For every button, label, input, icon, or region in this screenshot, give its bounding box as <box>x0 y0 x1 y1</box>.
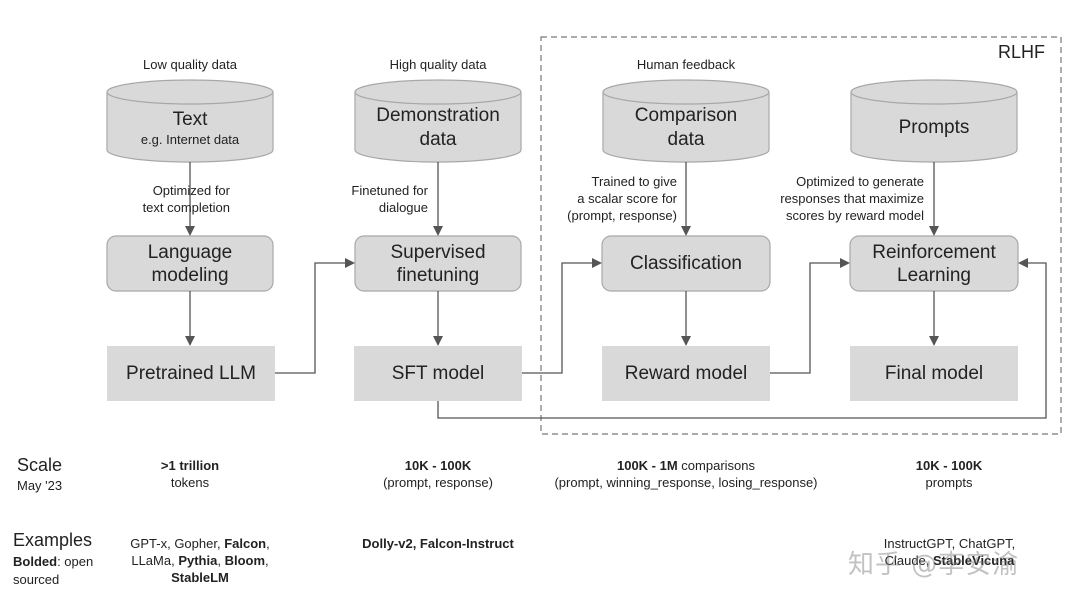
box-line: finetuning <box>396 265 480 286</box>
edge-label-line: (prompt, response) <box>567 208 677 223</box>
example-sep: , <box>265 553 269 568</box>
edge-label-line: responses that maximize <box>780 191 924 206</box>
cylinder-comp-line2: data <box>667 129 705 150</box>
box-line: modeling <box>151 265 229 286</box>
cylinder-prompts <box>850 79 1018 163</box>
scale-inline: comparisons <box>677 458 755 473</box>
edge-label-line: Optimized for <box>152 183 230 198</box>
scale-value: 10K - 100K <box>915 458 983 473</box>
example-sep: , <box>266 536 270 551</box>
box-reward-model <box>602 346 770 401</box>
label-low-quality: Low quality data <box>143 57 237 72</box>
edge-label-line: Optimized to generate <box>796 174 924 189</box>
scale-value: 10K - 100K <box>404 458 472 473</box>
edge-label-finetuned-dialogue: Finetuned for dialogue <box>320 182 428 216</box>
cylinder-demo-line2: data <box>419 129 457 150</box>
box-pretrained-llm <box>107 346 275 401</box>
scale-unit: prompts <box>925 475 973 490</box>
example-name-bold: Pythia <box>178 553 218 568</box>
example-name-bold: Falcon <box>224 536 267 551</box>
examples-note: Bolded: open sourced <box>13 553 93 589</box>
cylinder-text <box>106 79 274 163</box>
edge-label-optimized-generate: Optimized to generate responses that max… <box>762 173 924 224</box>
box-sft-model <box>354 346 522 401</box>
arrow-pretrained-to-sft <box>275 258 355 374</box>
model-sft-text: SFT model <box>391 363 485 384</box>
model-final-text: Final model <box>884 363 984 384</box>
label-human-feedback: Human feedback <box>636 57 736 72</box>
cylinder-comp-line1: Comparison <box>634 105 738 126</box>
box-line: Language <box>147 242 233 263</box>
examples-note-bold: Bolded <box>13 554 58 569</box>
model-reward-text: Reward model <box>624 363 748 384</box>
scale-title: Scale <box>17 455 63 475</box>
watermark: 知乎 @李安渝 <box>848 550 1020 580</box>
examples-title: Examples <box>13 530 93 550</box>
process-supervised-finetuning-text: Supervised finetuning <box>355 241 521 287</box>
scale-sft: 10K - 100K (prompt, response) <box>358 457 518 491</box>
scale-rl: 10K - 100K prompts <box>869 457 1029 491</box>
examples-pretrain: GPT-x, Gopher, Falcon, LLaMa, Pythia, Bl… <box>110 535 290 586</box>
examples-note-line2: sourced <box>13 572 60 587</box>
scale-unit: tokens <box>170 475 210 490</box>
label-rlhf: RLHF <box>998 42 1046 62</box>
cylinder-demo-line1: Demonstration <box>376 105 500 126</box>
box-line: Reinforcement <box>872 242 996 263</box>
edge-label-line: a scalar score for <box>577 191 677 206</box>
box-final-model <box>850 346 1018 401</box>
process-reinforcement-learning-text: Reinforcement Learning <box>850 241 1018 287</box>
edge-label-optimized-completion: Optimized for text completion <box>60 182 230 216</box>
rlhf-region <box>540 36 1062 435</box>
edge-label-line: Finetuned for <box>351 183 428 198</box>
example-name-bold: Bloom <box>224 553 266 568</box>
label-high-quality: High quality data <box>389 57 487 72</box>
box-line: Supervised <box>390 242 486 263</box>
edge-label-line: Trained to give <box>591 174 677 189</box>
examples-note-rest: : open <box>57 554 94 569</box>
process-language-modeling-text: Language modeling <box>107 241 273 287</box>
cylinder-demonstration <box>354 79 522 163</box>
arrow-sftmodel-to-rl-loop <box>437 258 1047 419</box>
edge-label-line: dialogue <box>378 200 428 215</box>
model-pretrained-text: Pretrained LLM <box>126 363 256 384</box>
example-sep: , <box>217 553 225 568</box>
example-name: LLaMa, <box>131 553 179 568</box>
example-name-bold: StableVicuna <box>933 553 1015 568</box>
example-name: InstructGPT, ChatGPT, <box>883 536 1016 551</box>
scale-unit: (prompt, response) <box>383 475 493 490</box>
cylinder-prompts-title: Prompts <box>898 117 970 138</box>
box-line: Learning <box>897 265 971 286</box>
edge-label-trained-scalar: Trained to give a scalar score for (prom… <box>545 173 677 224</box>
cylinder-text-subtitle: e.g. Internet data <box>140 132 240 147</box>
arrow-sftmodel-to-class <box>522 258 602 374</box>
scale-pretrain: >1 trillion tokens <box>110 457 270 491</box>
scale-date: May '23 <box>17 478 63 493</box>
scale-value: 100K - 1M <box>616 458 678 473</box>
edge-label-line: scores by reward model <box>786 208 924 223</box>
examples-sft: Dolly-v2, Falcon-Instruct <box>362 536 514 551</box>
scale-reward: 100K - 1M comparisons (prompt, winning_r… <box>526 457 846 491</box>
example-name-bold: StableLM <box>171 570 229 585</box>
example-name: GPT-x, Gopher, <box>130 536 225 551</box>
cylinder-text-title: Text <box>172 109 208 130</box>
arrow-reward-to-rl <box>770 258 850 374</box>
example-name: Claude, <box>884 553 933 568</box>
examples-rl: InstructGPT, ChatGPT, Claude, StableVicu… <box>862 535 1037 569</box>
cylinder-comparison <box>602 79 770 163</box>
process-classification-text: Classification <box>630 253 742 274</box>
edge-label-line: text completion <box>142 200 230 215</box>
scale-unit: (prompt, winning_response, losing_respon… <box>554 475 818 490</box>
scale-value: >1 trillion <box>160 458 220 473</box>
